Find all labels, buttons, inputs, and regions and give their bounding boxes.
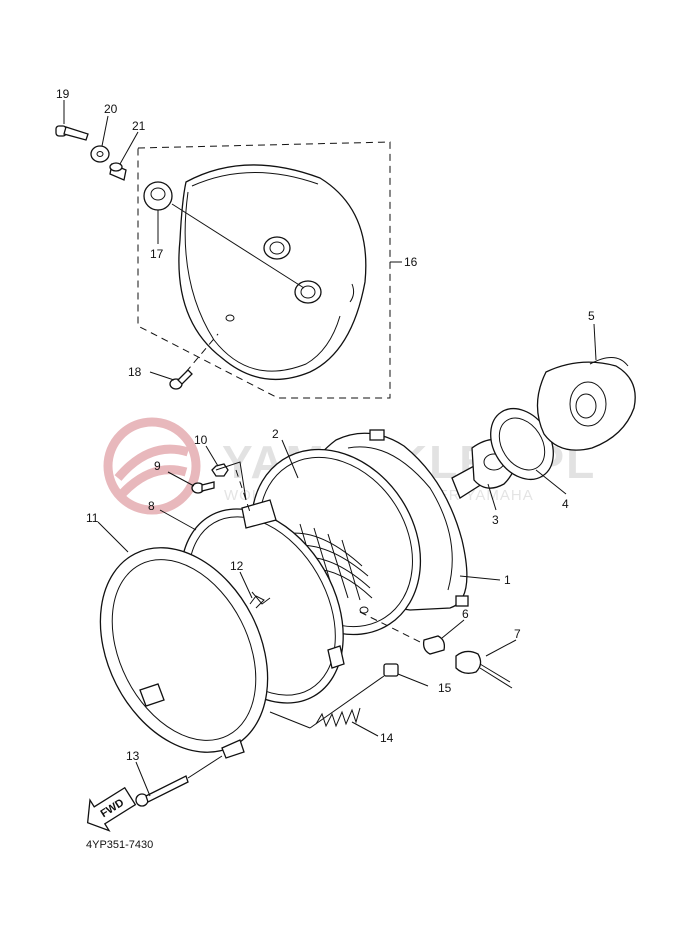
screw-9[interactable] (191, 481, 215, 494)
position-bulb[interactable] (422, 635, 446, 655)
callout-19: 19 (56, 87, 70, 101)
callout-8: 8 (148, 499, 155, 513)
callout-7: 7 (514, 627, 521, 641)
callout-2: 2 (272, 427, 279, 441)
callout-numbers: 1 2 3 4 5 6 7 8 9 10 11 12 13 14 15 16 1… (56, 87, 595, 763)
callout-14: 14 (380, 731, 394, 745)
callout-17: 17 (150, 247, 164, 261)
washer-20[interactable] (90, 145, 110, 163)
collar-21[interactable] (109, 162, 127, 181)
callout-9: 9 (154, 459, 161, 473)
callout-15: 15 (438, 681, 452, 695)
fwd-arrow: FWD (86, 786, 137, 832)
callout-16: 16 (404, 255, 418, 269)
callout-10: 10 (194, 433, 208, 447)
callout-3: 3 (492, 513, 499, 527)
watermark-logo (103, 417, 201, 515)
callout-4: 4 (562, 497, 569, 511)
headlight-case[interactable] (178, 164, 367, 381)
bulb-cover[interactable] (536, 357, 636, 451)
callout-6: 6 (462, 607, 469, 621)
clip-12[interactable] (249, 595, 265, 609)
headlight-rim[interactable] (67, 519, 300, 780)
position-socket[interactable] (455, 650, 513, 689)
adjuster-nut[interactable] (383, 663, 399, 677)
callout-18: 18 (128, 365, 142, 379)
callout-1: 1 (504, 573, 511, 587)
adjusting-spring[interactable] (315, 707, 361, 728)
nut-10[interactable] (211, 463, 229, 477)
callout-21: 21 (132, 119, 146, 133)
callout-13: 13 (126, 749, 140, 763)
callout-5: 5 (588, 309, 595, 323)
diagram-code: 4YP351-7430 (86, 839, 153, 851)
screw-18[interactable] (169, 369, 193, 390)
callout-12: 12 (230, 559, 244, 573)
adjusting-screw[interactable] (135, 775, 189, 807)
callout-20: 20 (104, 102, 118, 116)
grommet-17[interactable] (143, 181, 173, 211)
callout-11: 11 (86, 511, 99, 525)
callout-leaders (63, 100, 597, 797)
case-assembly-outline (137, 141, 391, 399)
bolt-19[interactable] (55, 125, 89, 141)
